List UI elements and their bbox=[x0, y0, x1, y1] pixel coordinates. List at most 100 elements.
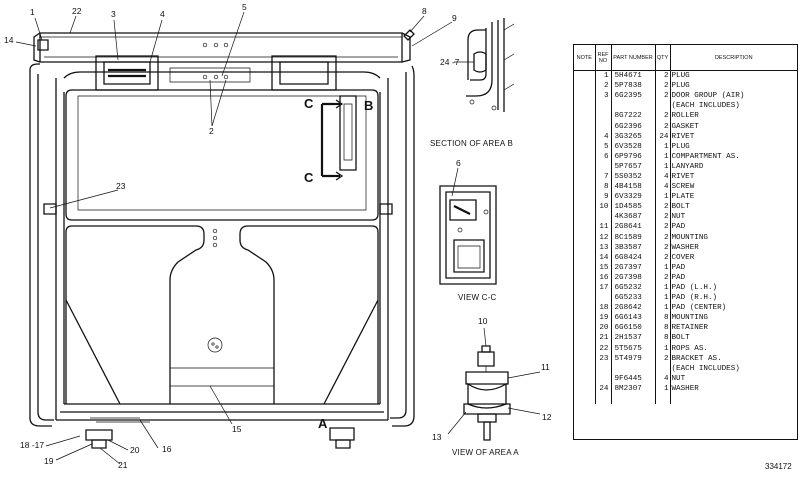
cell-qty: 1 bbox=[655, 383, 671, 394]
cell-desc: LANYARD bbox=[671, 162, 704, 171]
callouts: 1 22 3 4 5 8 9 14 2 23 15 18 -17 19 20 2… bbox=[4, 2, 457, 470]
cell-ref: 4 bbox=[595, 131, 612, 142]
cell-ref bbox=[595, 121, 612, 132]
cell-desc: ROLLER bbox=[671, 112, 699, 121]
section-area-b-detail: 24 -7 SECTION OF AREA B bbox=[430, 18, 515, 148]
callout-11: 11 bbox=[541, 362, 550, 372]
cell-qty: 2 bbox=[655, 111, 671, 122]
callout-22: 22 bbox=[72, 6, 82, 16]
cell-note bbox=[574, 171, 596, 183]
cell-part: 2G7398 bbox=[611, 272, 656, 283]
cell-ref: 22 bbox=[595, 343, 612, 354]
cell-desc: COVER bbox=[671, 253, 695, 262]
cell-part: 6G6143 bbox=[611, 313, 656, 324]
cell-ref: 18 bbox=[595, 303, 612, 314]
cell-qty: 2 bbox=[655, 272, 671, 283]
leader-lines bbox=[15, 11, 453, 465]
cell-desc: PLUG bbox=[671, 142, 690, 151]
cell-note bbox=[574, 192, 596, 203]
cell-qty: 2 bbox=[655, 91, 671, 102]
cell-part: 6G5232 bbox=[611, 282, 656, 294]
cell-part bbox=[611, 101, 656, 112]
cell-desc: BOLT bbox=[671, 334, 690, 343]
cell-note bbox=[574, 323, 596, 334]
cell-qty: 4 bbox=[655, 182, 671, 193]
callout-12: 12 bbox=[542, 412, 552, 422]
cell-part: 2G7397 bbox=[611, 262, 656, 273]
callout-9: 9 bbox=[452, 13, 457, 23]
cell-ref bbox=[595, 212, 612, 223]
section-letter-c-bottom: C bbox=[304, 170, 314, 185]
cell-part: 2G8641 bbox=[611, 222, 656, 233]
cell-note bbox=[574, 383, 596, 394]
cell-qty: 2 bbox=[655, 232, 671, 243]
cell-ref bbox=[595, 373, 612, 384]
cell-part: 2G8642 bbox=[611, 303, 656, 314]
cell-qty: 2 bbox=[655, 212, 671, 223]
cell-qty: 8 bbox=[655, 323, 671, 334]
cell-ref bbox=[595, 101, 612, 112]
cell-desc: (EACH INCLUDES) bbox=[671, 364, 740, 373]
cell-ref: 14 bbox=[595, 252, 612, 263]
cell-qty: 24 bbox=[655, 131, 671, 142]
cell-note bbox=[574, 111, 596, 122]
cell-part: 1D4585 bbox=[611, 202, 656, 213]
cell-part: 6P9796 bbox=[611, 151, 656, 162]
cell-qty: 2 bbox=[655, 252, 671, 263]
cell-desc: MOUNTING bbox=[671, 314, 708, 323]
cell-part: 6G2396 bbox=[611, 121, 656, 132]
cell-qty: 4 bbox=[655, 171, 671, 183]
cell-desc: ROPS AS. bbox=[671, 344, 708, 353]
cell-ref bbox=[595, 111, 612, 122]
callout-13: 13 bbox=[432, 432, 442, 442]
cell-desc: PAD (CENTER) bbox=[671, 304, 727, 313]
cell-desc: PAD (L.H.) bbox=[671, 284, 718, 293]
cell-qty: 8 bbox=[655, 313, 671, 324]
callout-24-7: 24 -7 bbox=[440, 57, 460, 67]
cell-note bbox=[574, 121, 596, 132]
cell-ref: 20 bbox=[595, 323, 612, 334]
cell-qty: 1 bbox=[655, 141, 671, 152]
callout-5: 5 bbox=[242, 2, 247, 12]
cell-note bbox=[574, 394, 596, 405]
cell-part: 5S0352 bbox=[611, 171, 656, 183]
cell-ref bbox=[595, 363, 612, 374]
table-row bbox=[574, 394, 797, 405]
cell-part: 4K3687 bbox=[611, 212, 656, 223]
view-c-c-detail: 6 VIEW C-C bbox=[439, 158, 497, 302]
parts-list-header: NOTE REF NO PART NUMBER QTY DESCRIPTION bbox=[574, 45, 797, 71]
cell-qty: 1 bbox=[655, 282, 671, 294]
section-letter-c-top: C bbox=[304, 96, 314, 111]
cell-desc: PLATE bbox=[671, 193, 695, 202]
parts-list-table: NOTE REF NO PART NUMBER QTY DESCRIPTION … bbox=[573, 44, 798, 440]
cell-desc bbox=[670, 394, 797, 404]
cell-desc: GASKET bbox=[671, 122, 699, 131]
cell-qty: 1 bbox=[655, 293, 671, 304]
cell-note bbox=[574, 262, 596, 273]
cell-note bbox=[574, 303, 596, 314]
cell-desc: WASHER bbox=[671, 243, 699, 252]
cell-note bbox=[574, 141, 596, 152]
table-row: (EACH INCLUDES) bbox=[574, 101, 797, 112]
cell-ref: 5 bbox=[595, 141, 612, 152]
cell-note bbox=[574, 313, 596, 324]
cell-part: 6G6150 bbox=[611, 323, 656, 334]
section-letter-b: B bbox=[364, 98, 373, 113]
cell-qty: 2 bbox=[655, 222, 671, 233]
exploded-view-drawing: C B C A 1 22 3 4 5 8 9 14 2 23 15 1 bbox=[4, 2, 552, 470]
cell-note bbox=[574, 272, 596, 283]
cell-note bbox=[574, 81, 596, 92]
cell-note bbox=[574, 131, 596, 142]
cell-ref: 7 bbox=[595, 171, 612, 183]
cell-qty: 1 bbox=[655, 192, 671, 203]
cell-ref: 15 bbox=[595, 262, 612, 273]
